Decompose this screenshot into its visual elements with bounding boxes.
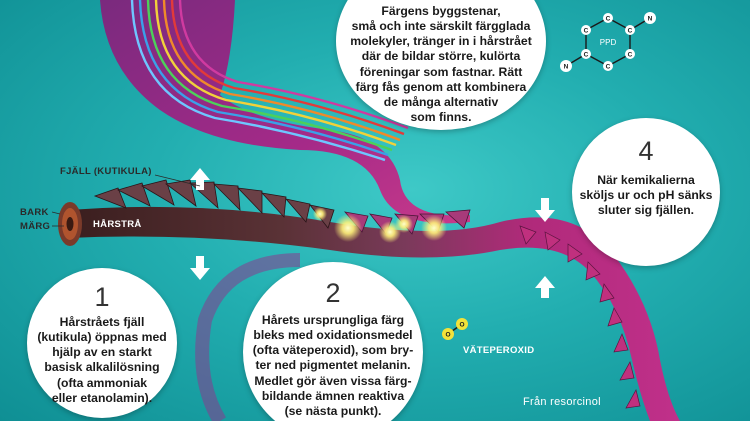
arrow-down-left xyxy=(190,256,210,280)
ppd-label: PPD xyxy=(600,38,617,47)
bark-label: BARK xyxy=(20,207,49,218)
step-4-number: 4 xyxy=(638,136,654,166)
step-3-bubble: Färgens byggstenar, små och inte särskil… xyxy=(336,0,546,130)
dye-glows xyxy=(313,207,447,243)
peroxide-molecule: O O xyxy=(442,318,468,340)
rainbow-strands xyxy=(130,0,409,162)
atom-c3: C xyxy=(628,52,633,59)
atom-c6: C xyxy=(584,28,589,35)
atom-o1: O xyxy=(459,322,464,329)
hair-swoosh xyxy=(100,0,470,224)
atom-n1: N xyxy=(648,16,653,23)
ppd-atom-labels: C C C C C C N N xyxy=(564,16,653,71)
step-2-number: 2 xyxy=(325,278,341,308)
arrow-up-left xyxy=(190,168,210,190)
atom-c2: C xyxy=(628,28,633,35)
marg-label: MÄRG xyxy=(20,221,51,232)
step-2-text: Hårets ursprungliga färg bleks med oxida… xyxy=(252,313,414,418)
atom-c5: C xyxy=(584,52,589,59)
step-3-text: Färgens byggstenar, små och inte särskil… xyxy=(350,4,532,124)
ppd-atoms xyxy=(560,12,656,72)
vateperoxid-label: VÄTEPEROXID xyxy=(463,345,535,356)
cuticle-scales-tail xyxy=(519,225,641,409)
step-1-text: Hårstråets fjäll (kutikula) öppnas med h… xyxy=(37,315,167,405)
arrow-down-right xyxy=(535,198,555,222)
atom-c1: C xyxy=(606,16,611,23)
hair-strand xyxy=(68,206,680,421)
step-4-text: När kemikalierna sköljs ur och pH sänks … xyxy=(579,173,713,218)
atom-c4: C xyxy=(606,64,611,71)
atom-n2: N xyxy=(564,64,569,71)
cuticle-label: FJÄLL (KUTIKULA) xyxy=(60,166,152,177)
step-2-bubble: 2 Hårets ursprungliga färg bleks med oxi… xyxy=(243,262,423,421)
step-4-bubble: 4 När kemikalierna sköljs ur och pH sänk… xyxy=(572,118,720,266)
cuticle-scales xyxy=(93,179,335,229)
harstra-label: HÅRSTRÅ xyxy=(93,219,142,230)
hair-cross-section xyxy=(58,202,82,246)
step-1-bubble: 1 Hårstråets fjäll (kutikula) öppnas med… xyxy=(27,268,177,418)
atom-o2: O xyxy=(445,332,450,339)
lower-hair-curve xyxy=(195,253,301,421)
step-1-number: 1 xyxy=(94,282,110,312)
arrow-up-right xyxy=(535,276,555,298)
resorcinol-label: Från resorcinol xyxy=(523,396,601,408)
